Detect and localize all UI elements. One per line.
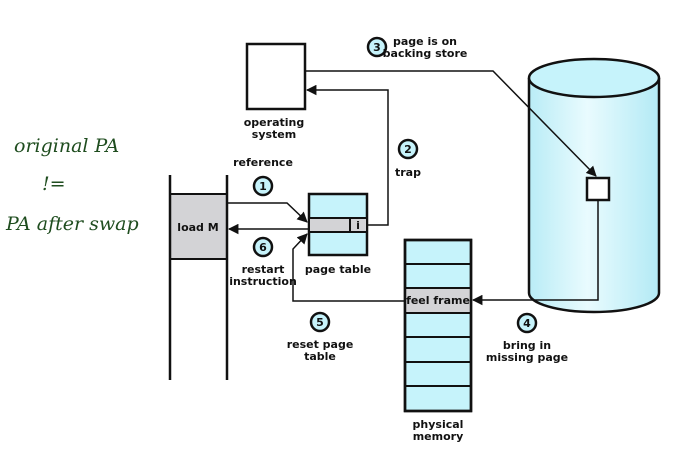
step-5-number: 5	[316, 316, 324, 329]
step-5-circle	[309, 311, 331, 333]
step-2-circle	[397, 138, 419, 160]
arrow-backing-store	[305, 70, 597, 177]
step-4-circle	[516, 312, 538, 334]
annotation-line-1: original PA	[14, 135, 119, 157]
step-3-circle	[366, 36, 388, 58]
page-table-label: page table	[305, 263, 371, 276]
step-6-label-2: instruction	[229, 275, 297, 288]
step-2-label: trap	[395, 166, 421, 179]
page-table: i page table	[305, 192, 371, 276]
physical-memory: feel frame physical memory	[403, 238, 473, 443]
step-4-label-2: missing page	[486, 351, 568, 364]
step-3-label-2: backing store	[383, 47, 468, 60]
physical-memory-label-1: physical	[413, 418, 464, 431]
step-4-number: 4	[523, 317, 531, 330]
free-frame	[405, 288, 471, 313]
handwritten-annotation: original PA != PA after swap	[5, 135, 139, 235]
step-6-circle	[252, 236, 274, 258]
os-box	[245, 42, 307, 111]
step-3: 3 page is on backing store	[366, 35, 468, 60]
load-m-cell	[170, 194, 227, 259]
step-1-circle	[252, 175, 274, 197]
arrows	[227, 70, 599, 306]
annotation-line-3: PA after swap	[5, 213, 139, 235]
step-4: 4 bring in missing page	[486, 312, 568, 364]
step-5: 5 reset page table	[287, 311, 354, 363]
arrow-reference	[227, 202, 308, 223]
step-3-label-1: page is on	[393, 35, 457, 48]
os-label-2: system	[252, 128, 296, 141]
step-1-number: 1	[259, 180, 267, 193]
missing-page-block	[585, 176, 611, 202]
step-1-label: reference	[233, 156, 293, 169]
step-1: reference 1	[233, 156, 293, 197]
step-3-number: 3	[373, 41, 381, 54]
step-6: 6 restart instruction	[229, 236, 297, 288]
backing-store	[527, 57, 661, 314]
arrow-reset-table	[292, 233, 405, 302]
step-2-number: 2	[404, 143, 412, 156]
step-2: 2 trap	[395, 138, 421, 179]
arrow-trap	[305, 84, 389, 226]
operating-system: operating system	[244, 42, 307, 141]
cylinder-top	[527, 57, 661, 99]
free-frame-label: feel frame	[406, 294, 470, 307]
load-m-label: load M	[177, 221, 218, 234]
invalid-bit: i	[356, 219, 360, 232]
step-5-label-1: reset page	[287, 338, 354, 351]
arrow-bring-in	[471, 200, 599, 306]
annotation-line-2: !=	[42, 173, 66, 195]
step-4-label-1: bring in	[503, 339, 551, 352]
step-5-label-2: table	[304, 350, 336, 363]
step-6-number: 6	[259, 241, 267, 254]
os-label-1: operating	[244, 116, 304, 129]
instruction-stack: load M	[168, 175, 229, 380]
step-6-label-1: restart	[242, 263, 285, 276]
physical-memory-label-2: memory	[413, 430, 464, 443]
